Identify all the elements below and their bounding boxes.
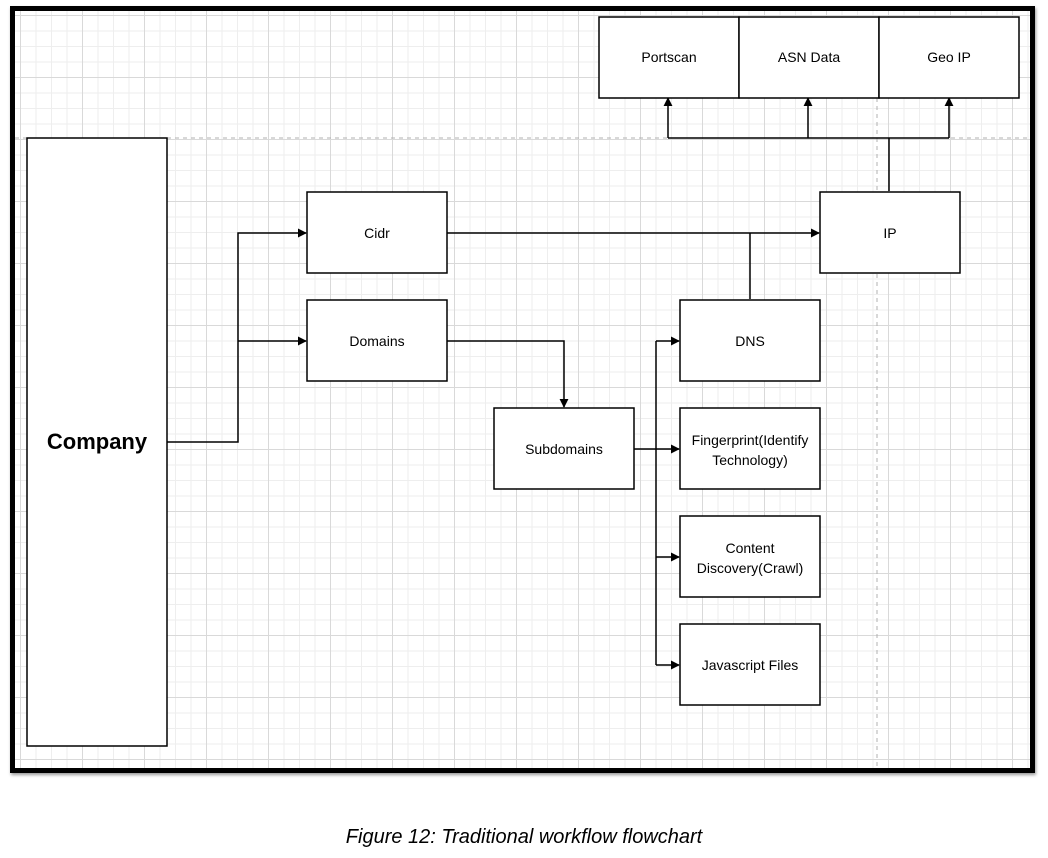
node-company: Company: [26, 137, 168, 747]
node-company-label: Company: [47, 429, 148, 454]
node-content-discovery: Content Discovery(Crawl): [679, 515, 821, 598]
node-subdomains: Subdomains: [493, 407, 635, 490]
node-cidr-label: Cidr: [364, 225, 390, 241]
node-asn-data-label: ASN Data: [778, 49, 840, 65]
node-fingerprint-label-line-2: Technology): [712, 452, 788, 468]
figure-caption: Figure 12: Traditional workflow flowchar…: [345, 826, 703, 848]
edge-ip-up: [668, 137, 949, 191]
edge-company-to-cidr: [167, 228, 307, 443]
node-portscan: Portscan: [598, 16, 740, 99]
connectors: [167, 97, 954, 670]
node-dns-label: DNS: [735, 333, 765, 349]
node-javascript-files: Javascript Files: [679, 623, 821, 706]
diagram-frame: [10, 6, 1035, 773]
node-asn-data: ASN Data: [738, 16, 880, 99]
node-geo-ip-label: Geo IP: [927, 49, 971, 65]
node-ip: IP: [819, 191, 961, 274]
node-subdomains-label: Subdomains: [525, 441, 603, 457]
node-content-discovery-label-line-1: Content: [725, 540, 774, 556]
node-domains-label: Domains: [349, 333, 404, 349]
edge-domains-to-subdomains: [447, 340, 569, 408]
node-portscan-label: Portscan: [641, 49, 696, 65]
node-javascript-files-label: Javascript Files: [702, 657, 798, 673]
node-domains: Domains: [306, 299, 448, 382]
node-content-discovery-label-line-2: Discovery(Crawl): [697, 560, 804, 576]
node-fingerprint: Fingerprint(Identify Technology): [679, 407, 821, 490]
node-dns: DNS: [679, 299, 821, 382]
node-fingerprint-label-line-1: Fingerprint(Identify: [692, 432, 809, 448]
node-cidr: Cidr: [306, 191, 448, 274]
node-geo-ip: Geo IP: [878, 16, 1020, 99]
node-ip-label: IP: [883, 225, 896, 241]
